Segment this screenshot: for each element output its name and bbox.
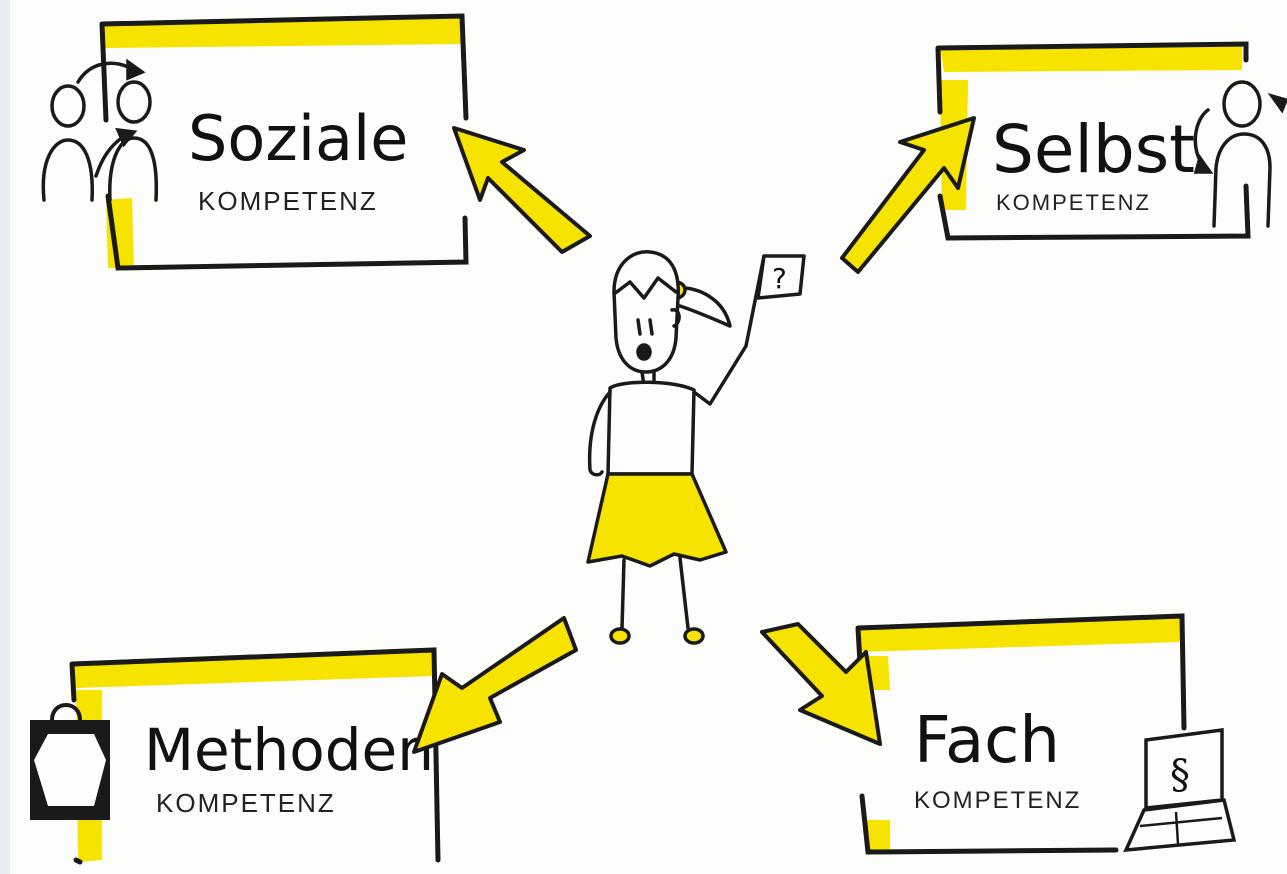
skirt xyxy=(586,472,728,568)
methoden-title: Methoden xyxy=(144,716,434,784)
people-exchange-icon xyxy=(41,58,159,202)
arrow-to-selbst xyxy=(840,116,976,274)
briefcase-icon xyxy=(30,703,110,820)
methoden-box-frame xyxy=(69,647,441,865)
soziale-box-frame xyxy=(99,13,469,271)
self-reflection-icon xyxy=(1193,80,1287,228)
methoden-box: Methoden KOMPETENZ xyxy=(69,647,441,865)
methoden-box-highlight xyxy=(72,648,434,688)
fach-subtitle: KOMPETENZ xyxy=(914,787,1081,814)
question-mark: ? xyxy=(772,262,787,295)
torso xyxy=(606,380,696,476)
arrow-to-methoden xyxy=(412,616,578,754)
soziale-box: Soziale KOMPETENZ xyxy=(99,13,469,271)
girl-figure xyxy=(586,250,748,645)
soziale-title: Soziale xyxy=(188,102,408,175)
selbst-subtitle: KOMPETENZ xyxy=(996,190,1151,215)
diagram-canvas: Soziale KOMPETENZ Selbst KOMPETENZ Metho… xyxy=(10,0,1287,874)
arrow-to-soziale xyxy=(452,126,592,254)
fach-box: Fach KOMPETENZ xyxy=(855,613,1187,855)
fach-title: Fach xyxy=(914,704,1060,778)
selbst-box-highlight xyxy=(940,44,1242,72)
competence-diagram: Soziale KOMPETENZ Selbst KOMPETENZ Metho… xyxy=(30,13,1287,865)
laptop-paragraph-sign: § xyxy=(1170,752,1190,798)
question-flag: ? xyxy=(744,254,806,348)
ponytail xyxy=(672,286,732,328)
arrow-to-fach xyxy=(760,622,882,746)
soziale-subtitle: KOMPETENZ xyxy=(198,186,378,216)
laptop-icon: § xyxy=(1123,728,1237,853)
fach-box-highlight-bottom xyxy=(866,820,890,850)
selbst-box-frame xyxy=(935,41,1251,241)
selbst-box: Selbst KOMPETENZ xyxy=(935,41,1251,241)
selbst-title: Selbst xyxy=(992,111,1195,188)
methoden-subtitle: KOMPETENZ xyxy=(156,788,336,818)
